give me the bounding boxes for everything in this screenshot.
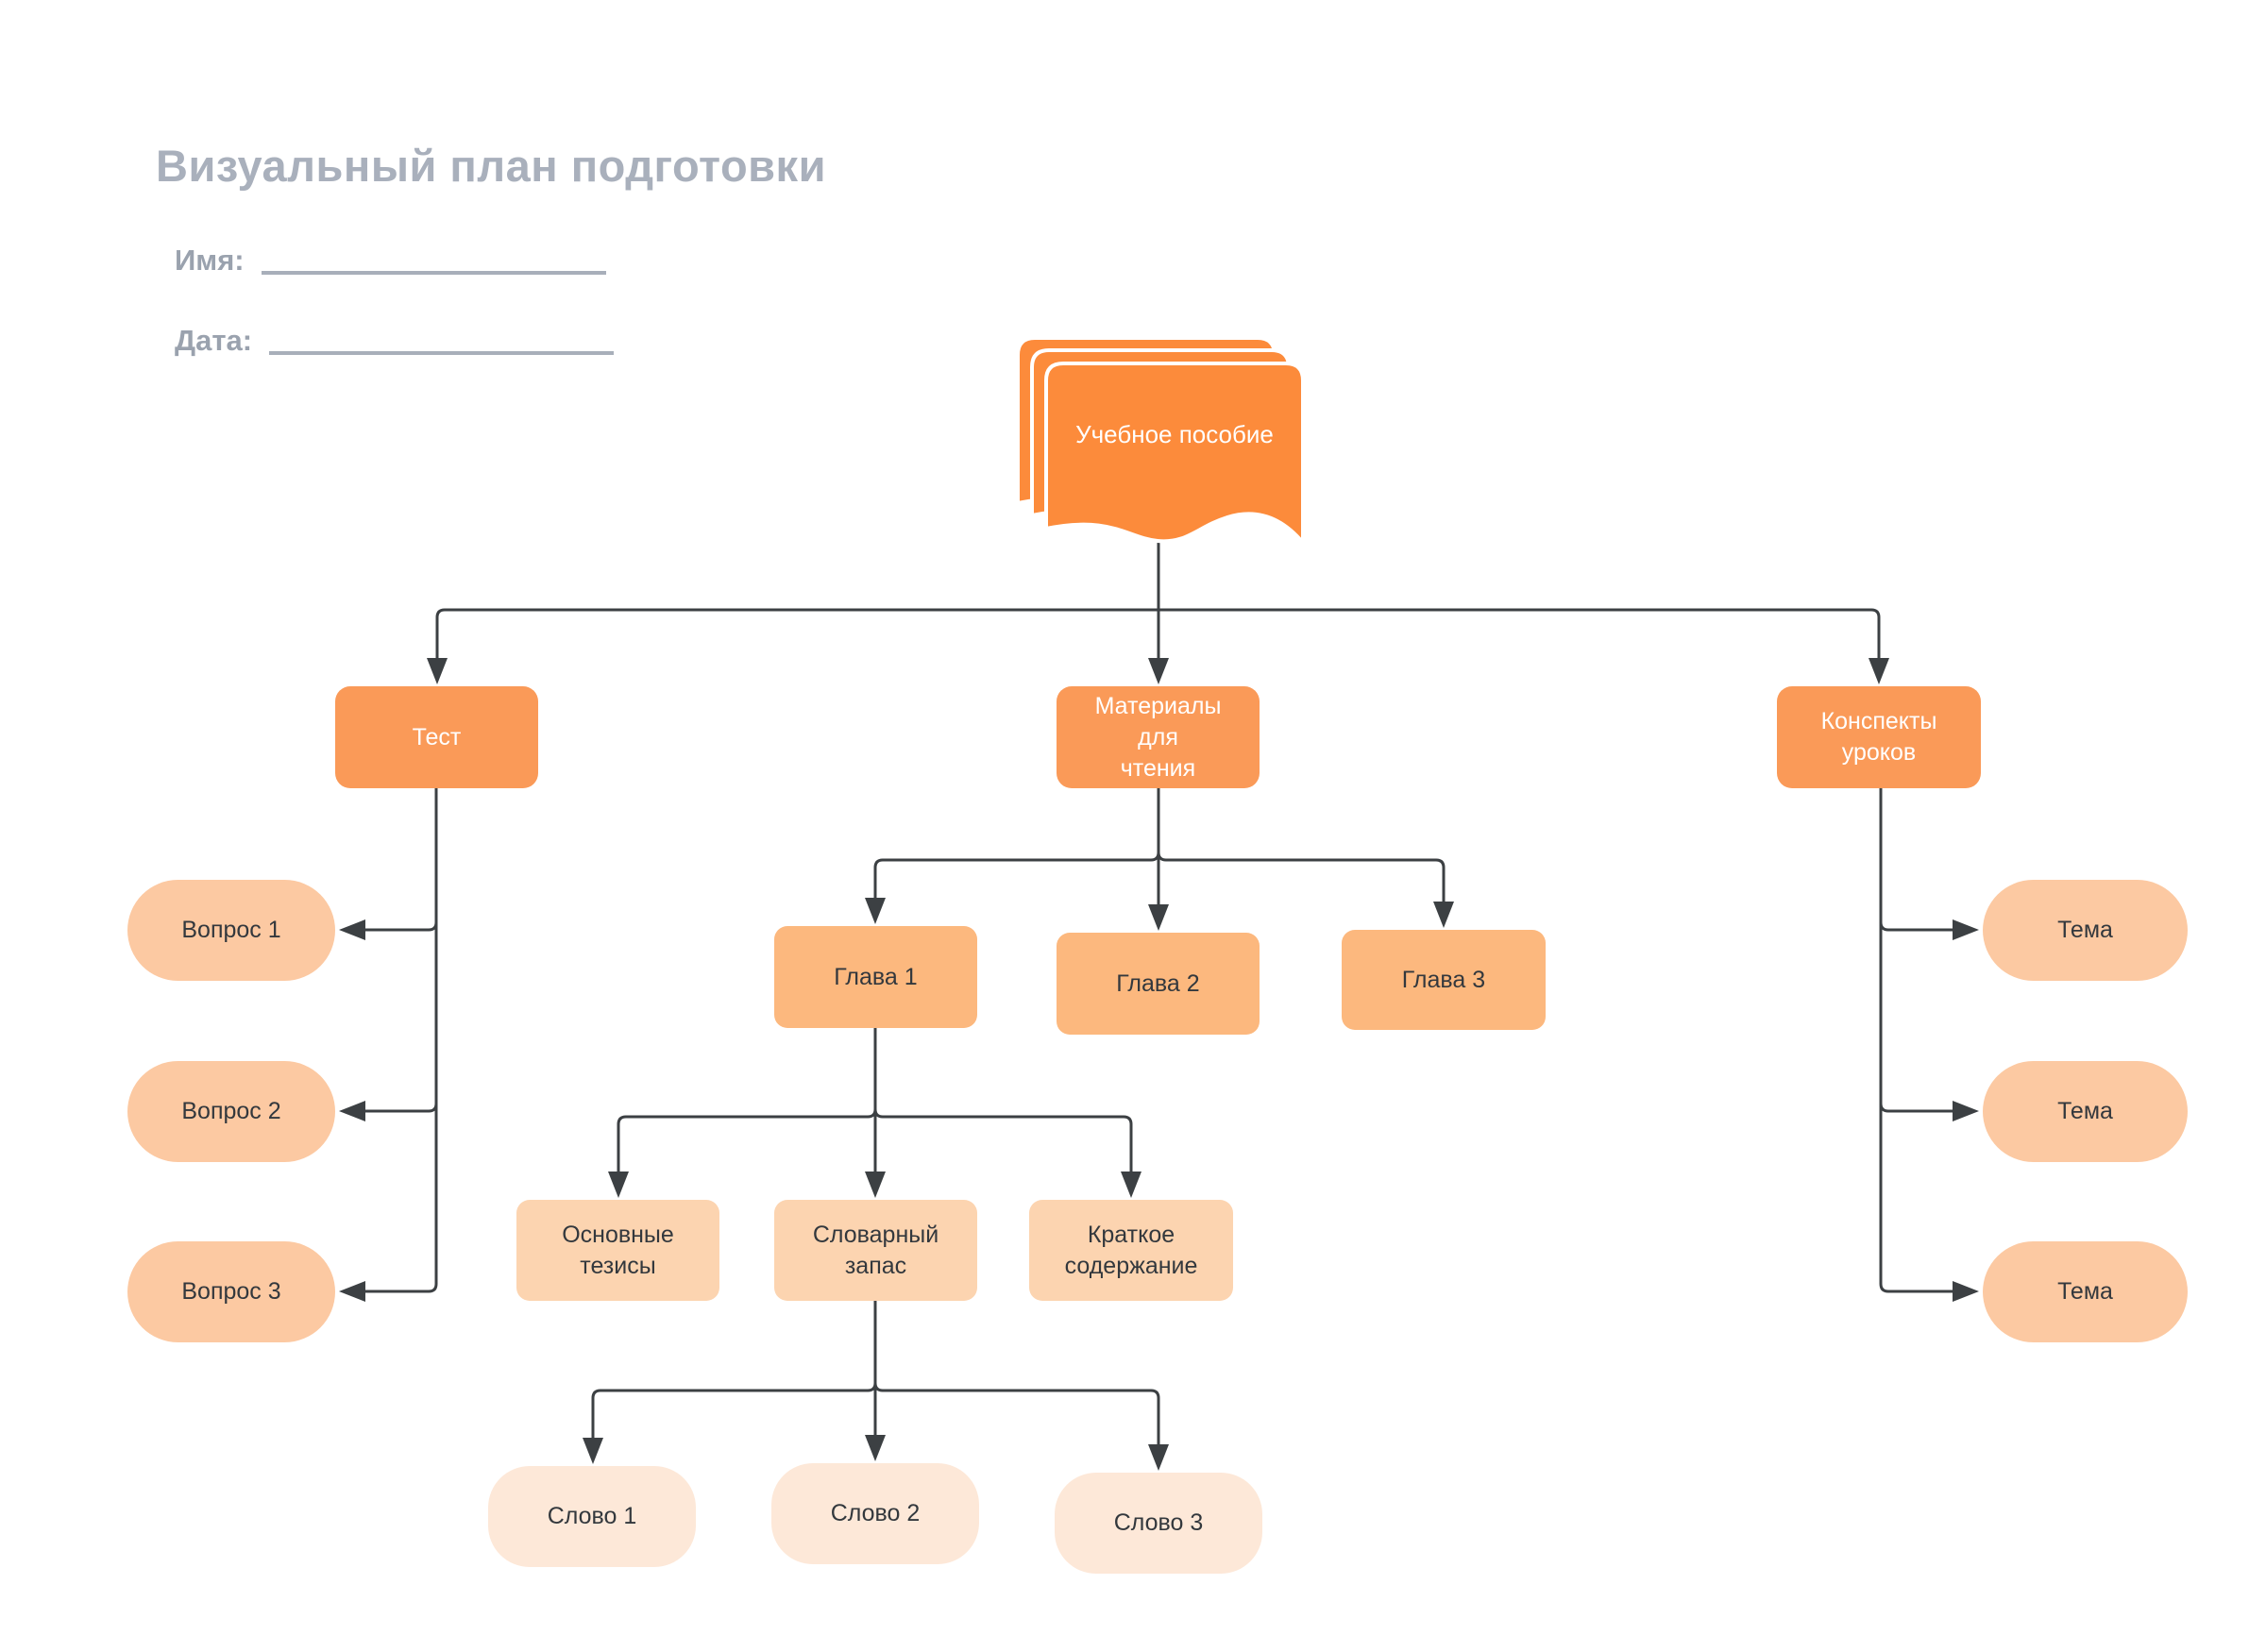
node-chapter-3[interactable]: Глава 3: [1342, 930, 1546, 1030]
node-lesson-notes[interactable]: Конспекты уроков: [1777, 686, 1981, 788]
name-label: Имя:: [175, 244, 245, 277]
node-chapter-2[interactable]: Глава 2: [1057, 933, 1260, 1035]
date-blank-line: [269, 351, 615, 355]
node-test[interactable]: Тест: [335, 686, 538, 788]
name-field-row: Имя:: [175, 244, 606, 278]
node-reading-materials[interactable]: Материалы для чтения: [1057, 686, 1260, 788]
node-question-3[interactable]: Вопрос 3: [127, 1241, 335, 1342]
node-key-points[interactable]: Основные тезисы: [516, 1200, 719, 1301]
node-word-3[interactable]: Слово 3: [1055, 1473, 1262, 1574]
node-summary[interactable]: Краткое содержание: [1029, 1200, 1233, 1301]
node-question-2[interactable]: Вопрос 2: [127, 1061, 335, 1162]
date-label: Дата:: [175, 324, 253, 357]
node-word-1[interactable]: Слово 1: [488, 1466, 696, 1567]
node-question-1[interactable]: Вопрос 1: [127, 880, 335, 981]
node-topic-3[interactable]: Тема: [1983, 1241, 2188, 1342]
node-chapter-1[interactable]: Глава 1: [774, 926, 977, 1028]
node-topic-2[interactable]: Тема: [1983, 1061, 2188, 1162]
node-word-2[interactable]: Слово 2: [771, 1463, 979, 1564]
document-shape[interactable]: [1001, 321, 1322, 557]
date-field-row: Дата:: [175, 324, 615, 358]
node-topic-1[interactable]: Тема: [1983, 880, 2188, 981]
root-node-label: Учебное пособие: [1075, 419, 1274, 448]
page-title: Визуальный план подготовки: [156, 141, 826, 191]
name-blank-line: [261, 271, 606, 275]
node-vocabulary[interactable]: Словарный запас: [774, 1200, 977, 1301]
